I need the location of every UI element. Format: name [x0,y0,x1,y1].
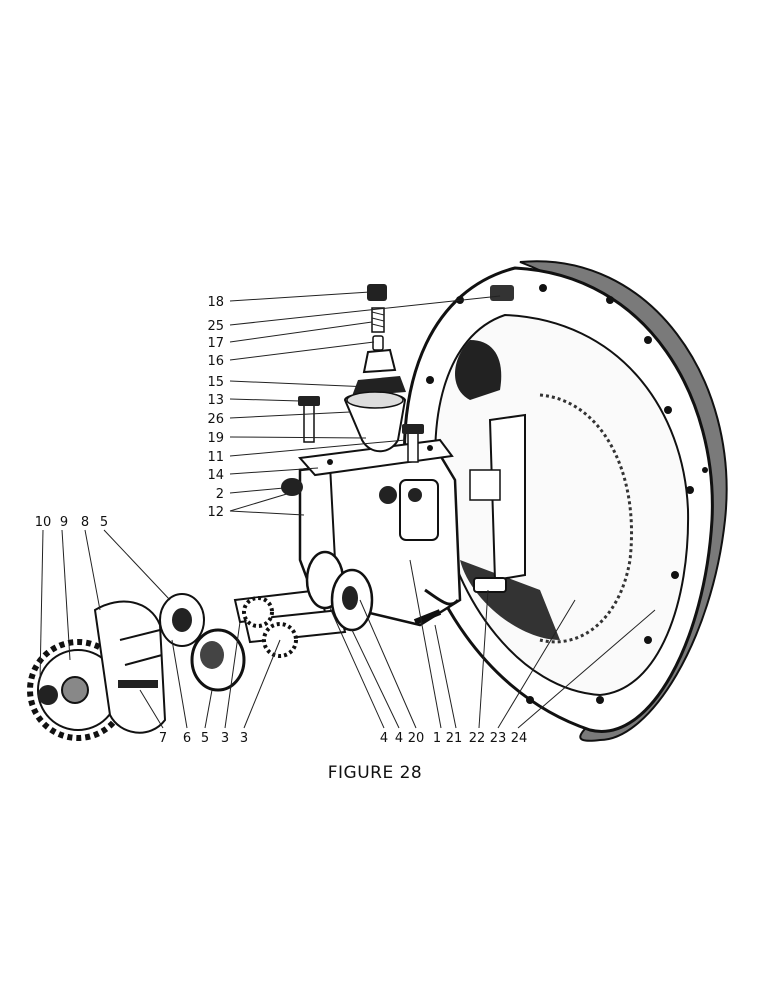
callout-labels-top: 10 9 8 5 [35,515,108,530]
callout-13: 13 [207,393,224,408]
callout-4a: 4 [380,731,388,746]
callout-9: 9 [60,515,68,530]
callout-20: 20 [408,731,425,746]
callout-12: 12 [207,505,224,520]
callout-21: 21 [446,731,463,746]
callout-7: 7 [159,731,167,746]
flywheel-housing [402,260,728,742]
callout-3a: 3 [221,731,229,746]
callout-5b: 5 [201,731,209,746]
callout-23: 23 [490,731,507,746]
callout-1: 1 [433,731,441,746]
callout-26: 26 [207,412,224,427]
callout-16: 16 [207,354,224,369]
callout-labels-left: 18 25 17 16 15 13 26 19 11 14 2 12 [207,295,224,520]
callout-17: 17 [207,336,224,351]
callout-10: 10 [35,515,52,530]
callout-4b: 4 [395,731,403,746]
callout-14: 14 [207,468,224,483]
figure-caption: FIGURE 28 [328,763,423,783]
callout-5: 5 [100,515,108,530]
callout-25: 25 [207,319,224,334]
callout-8: 8 [81,515,89,530]
callout-15: 15 [207,375,224,390]
pump-gears [27,550,442,741]
callout-22: 22 [469,731,486,746]
callout-labels-bottom: 7 6 5 3 3 4 4 20 1 21 22 23 24 [159,731,527,746]
callout-3b: 3 [240,731,248,746]
callout-2: 2 [216,487,224,502]
relief-valve-stack [281,284,424,496]
leader-lines [39,291,656,729]
callout-19: 19 [207,431,224,446]
callout-18: 18 [207,295,224,310]
callout-24: 24 [511,731,528,746]
callout-11: 11 [207,450,224,465]
callout-6: 6 [183,731,191,746]
